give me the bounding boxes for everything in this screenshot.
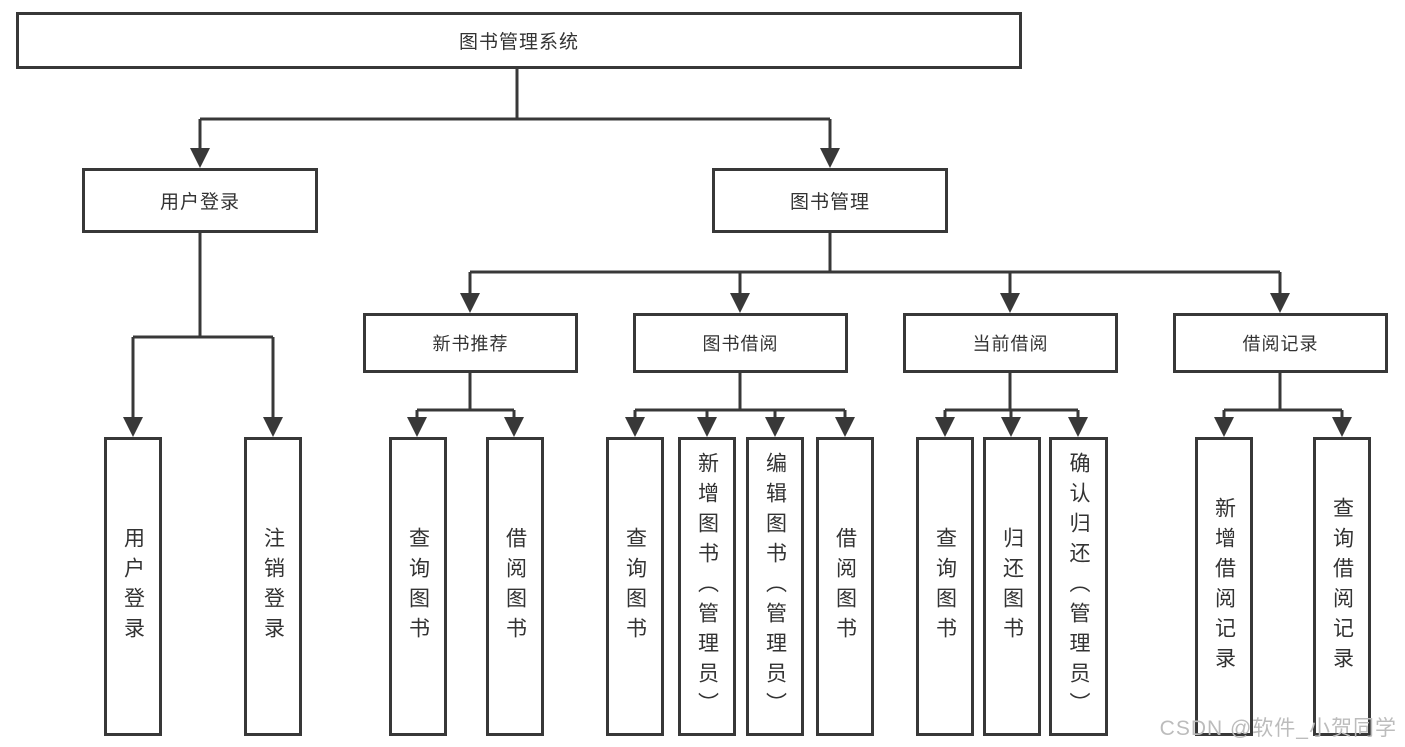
leaf-query-books-current: 查询图书 [916, 437, 974, 736]
leaf-query-books-recommend: 查询图书 [389, 437, 447, 736]
node-label: 新增图书（管理员） [695, 451, 719, 722]
node-label: 新书推荐 [432, 334, 509, 354]
node-book-borrow: 图书借阅 [633, 313, 848, 373]
node-user-login: 用户登录 [82, 168, 318, 233]
leaf-query-borrow-record: 查询借阅记录 [1313, 437, 1371, 736]
node-label: 图书管理 [789, 192, 870, 213]
leaf-confirm-return-admin: 确认归还（管理员） [1049, 437, 1108, 736]
node-label: 用户登录 [159, 192, 240, 213]
node-label: 借阅图书 [833, 526, 857, 647]
node-label: 查询图书 [406, 526, 430, 647]
leaf-borrow-books-recommend: 借阅图书 [486, 437, 544, 736]
arrowheads [123, 148, 1352, 437]
node-library-management-system: 图书管理系统 [16, 12, 1022, 69]
node-label: 编辑图书（管理员） [763, 451, 787, 722]
node-borrow-records: 借阅记录 [1173, 313, 1388, 373]
node-label: 查询图书 [933, 526, 957, 647]
leaf-add-borrow-record: 新增借阅记录 [1195, 437, 1253, 736]
node-current-borrow: 当前借阅 [903, 313, 1118, 373]
node-label: 借阅图书 [503, 526, 527, 647]
node-label: 新增借阅记录 [1212, 496, 1236, 677]
leaf-borrow-books: 借阅图书 [816, 437, 874, 736]
csdn-watermark: CSDN @软件_小贺同学 [1159, 717, 1397, 740]
leaf-user-login: 用户登录 [104, 437, 162, 736]
node-new-book-recommend: 新书推荐 [363, 313, 578, 373]
leaf-edit-books-admin: 编辑图书（管理员） [746, 437, 804, 736]
node-label: 借阅记录 [1242, 334, 1319, 354]
node-label: 归还图书 [1000, 526, 1024, 647]
node-label: 查询图书 [623, 526, 647, 647]
leaf-query-books-borrow: 查询图书 [606, 437, 664, 736]
node-label: 图书借阅 [702, 334, 779, 354]
node-book-management: 图书管理 [712, 168, 948, 233]
leaf-logout-login: 注销登录 [244, 437, 302, 736]
leaf-add-books-admin: 新增图书（管理员） [678, 437, 736, 736]
leaf-return-books: 归还图书 [983, 437, 1041, 736]
node-label: 用户登录 [121, 526, 145, 647]
node-label: 确认归还（管理员） [1067, 451, 1090, 722]
node-label: 注销登录 [261, 526, 285, 647]
node-label: 查询借阅记录 [1330, 496, 1354, 677]
node-label: 图书管理系统 [458, 32, 579, 53]
node-label: 当前借阅 [972, 334, 1049, 354]
